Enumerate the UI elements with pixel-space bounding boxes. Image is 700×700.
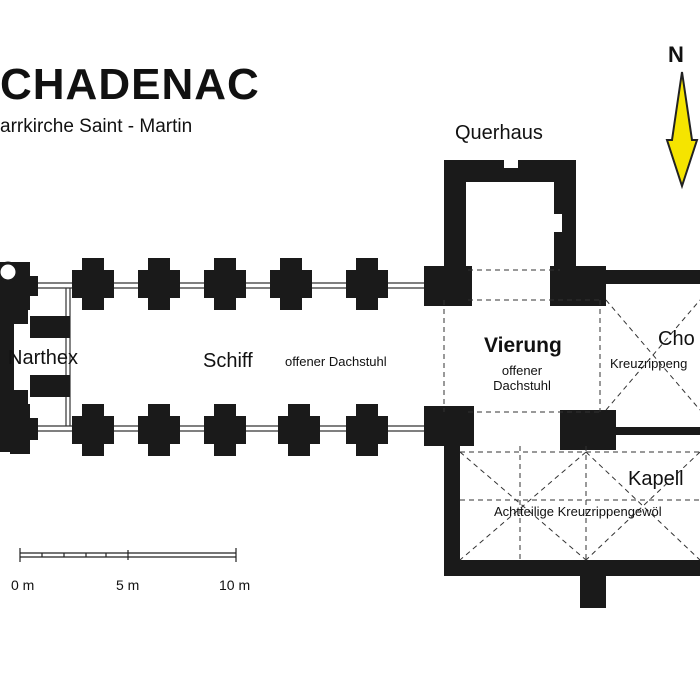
plan-title: CHADENAC	[0, 60, 260, 109]
narthex-walls	[0, 262, 70, 452]
scale-bar	[19, 548, 237, 562]
label-narthex: Narthex	[8, 347, 79, 369]
vault-lines	[443, 269, 700, 561]
north-arrow-icon	[665, 71, 699, 190]
scale-label-10: 10 m	[219, 577, 251, 593]
label-kapelle-note: Achtteilige Kreuzrippengewöl	[494, 504, 662, 519]
label-schiff-note: offener Dachstuhl	[285, 354, 387, 369]
nave-piers-south	[0, 404, 388, 456]
label-vierung-note-2: Dachstuhl	[493, 378, 551, 393]
scale-label-5: 5 m	[116, 577, 140, 593]
label-querhaus: Querhaus	[455, 122, 543, 144]
label-schiff: Schiff	[203, 350, 253, 372]
label-chor: Cho	[658, 328, 695, 350]
plan-subtitle: arrkirche Saint - Martin	[0, 116, 193, 137]
label-vierung-note-1: offener	[501, 363, 543, 378]
label-kapelle: Kapell	[628, 468, 684, 490]
label-vierung: Vierung	[484, 334, 562, 357]
window-openings	[504, 160, 562, 232]
nave-piers-north	[0, 258, 388, 310]
label-chor-note: Kreuzrippeng	[610, 356, 688, 371]
north-label: N	[668, 42, 684, 67]
transept-walls	[424, 160, 700, 608]
scale-label-0: 0 m	[11, 577, 35, 593]
stair-turret-icon	[0, 261, 19, 283]
